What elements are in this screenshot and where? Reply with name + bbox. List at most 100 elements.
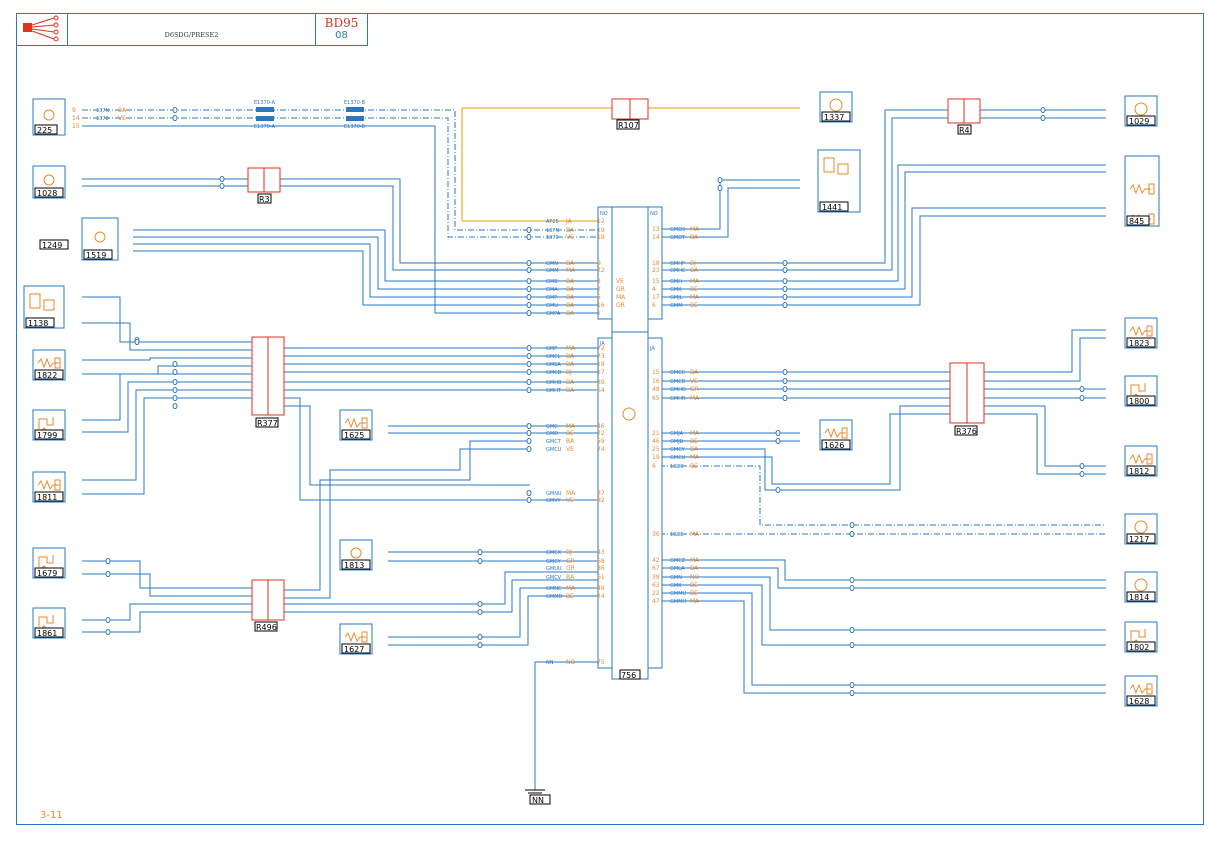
- ecu-left-pin: 61: [597, 574, 605, 581]
- component-id-label: NN: [532, 796, 544, 805]
- component-1813[interactable]: 1813: [339, 539, 373, 571]
- component-id-label: 1811: [37, 493, 57, 502]
- connector-r496[interactable]: R496: [251, 579, 285, 632]
- wire-crossing-marker: [717, 177, 723, 183]
- wire-crossing-marker: [134, 339, 140, 345]
- component-1138[interactable]: 1138: [23, 285, 65, 329]
- wire-crossing-marker: [717, 185, 723, 191]
- ecu-right-wire-code: GMCU: [670, 455, 686, 461]
- ecu-left-wire-color: BA: [566, 302, 575, 309]
- ecu-left-pin: 1: [597, 310, 601, 317]
- component-1628[interactable]: 1628: [1124, 675, 1158, 707]
- wire-crossing-marker: [782, 260, 788, 266]
- ecu-right-wire-code: GMJB: [670, 439, 684, 445]
- wire-crossing-marker: [775, 430, 781, 436]
- splice-b1: [346, 107, 364, 112]
- ecu-left-wire-code: GMCL: [546, 354, 561, 360]
- ecu-left-pin: 82: [597, 497, 605, 504]
- ecu-left-pin: 22: [597, 430, 605, 437]
- ecu-right-pin: 13: [652, 226, 660, 233]
- ecu-right-wire-color: BA: [690, 234, 699, 241]
- ecu-id-label: 756: [621, 671, 636, 680]
- connector-r4[interactable]: R4: [947, 98, 981, 135]
- component-1337[interactable]: 1337: [819, 91, 853, 123]
- component-1249[interactable]: 1249: [39, 239, 69, 250]
- wire-crossing-marker: [1040, 115, 1046, 121]
- wire-crossing-marker: [526, 361, 532, 367]
- svg-text:E1370-B: E1370-B: [344, 124, 366, 130]
- component-1519[interactable]: 1519: [81, 217, 119, 261]
- component-1029[interactable]: 1029: [1124, 95, 1158, 127]
- wire-crossing-marker: [172, 379, 178, 385]
- component-1861[interactable]: 1861: [32, 607, 66, 639]
- component-225[interactable]: 225: [32, 98, 66, 136]
- component-1799[interactable]: 1799: [32, 409, 66, 441]
- ecu-right-wire-color: NO: [690, 574, 699, 581]
- ecu-left-pin: 43: [597, 549, 605, 556]
- ecu-756[interactable]: NO NO JA JA VE GR MA GR 756: [597, 206, 663, 680]
- wire-crossing-marker: [172, 369, 178, 375]
- component-id-label: 1519: [86, 251, 106, 260]
- component-id-label: 1626: [824, 441, 844, 450]
- component-1812[interactable]: 1812: [1124, 445, 1158, 477]
- wire-crossing-marker: [526, 497, 532, 503]
- ecu-right-wire-code: GMCZ: [670, 558, 686, 564]
- ecu-right-pin: 15: [652, 369, 660, 376]
- component-1028[interactable]: 1028: [32, 165, 66, 199]
- ecu-internal-c4: GR: [616, 302, 625, 309]
- ecu-left-wire-code: GMEA: [546, 362, 561, 368]
- connector-r377[interactable]: R377: [251, 336, 285, 428]
- component-845[interactable]: 845: [1124, 155, 1160, 227]
- component-1811[interactable]: 1811: [32, 471, 66, 503]
- component-1823[interactable]: 1823: [1124, 317, 1158, 349]
- component-1814[interactable]: 1814: [1124, 571, 1158, 603]
- component-1626[interactable]: 1626: [819, 419, 853, 451]
- connector-r107[interactable]: R107: [611, 98, 649, 130]
- ecu-right-wire-code: 1G8E: [670, 532, 683, 538]
- control-unit-icon: [1134, 102, 1148, 116]
- ecu-left-pin: 72: [597, 345, 605, 352]
- ecu-left-pin: 73: [597, 353, 605, 360]
- ecu-left-wire-code: AP25: [546, 219, 559, 225]
- component-id-label: 1823: [1129, 339, 1149, 348]
- header-code-cell: BD95 08: [316, 13, 368, 46]
- resistor-icon: [824, 427, 846, 439]
- ground-symbol: [525, 789, 545, 794]
- component-1802[interactable]: 1802: [1124, 621, 1158, 653]
- ecu-right-wire-code: GMCC: [670, 370, 686, 376]
- wire-crossing-marker: [526, 267, 532, 273]
- ecu-left-pin: 2: [597, 286, 601, 293]
- ecu-right-wire-color: BE: [690, 590, 698, 597]
- ecu-left-pin: 64: [597, 387, 605, 394]
- component-1217[interactable]: 1217: [1124, 513, 1158, 545]
- connector-r376[interactable]: R376: [949, 362, 985, 436]
- component-1627[interactable]: 1627: [339, 623, 373, 655]
- component-1800[interactable]: 1800: [1124, 375, 1158, 407]
- ecu-right-pin: 63: [652, 582, 660, 589]
- component-1679[interactable]: 1679: [32, 547, 66, 579]
- ecu-left-pin: 75: [597, 659, 605, 666]
- ecu-left-wire-code: GMPA: [546, 311, 561, 317]
- component-1441[interactable]: 1441: [817, 149, 861, 213]
- splice-b2: [346, 116, 364, 121]
- ecu-right-pin: 4: [652, 286, 656, 293]
- component-id-label: 845: [1129, 217, 1144, 226]
- connector-r3[interactable]: R3: [247, 167, 281, 204]
- ecu-right-pin: 14: [652, 234, 660, 241]
- ecu-right-wire-code: GMCD: [670, 379, 686, 385]
- ecu-left-wire-code: 1370: [546, 235, 559, 241]
- wire-crossing-marker: [849, 690, 855, 696]
- ecu-right-pin: 47: [652, 598, 660, 605]
- component-1625[interactable]: 1625: [339, 409, 373, 441]
- ecu-left-wire-code: GMCX: [546, 550, 562, 556]
- ecu-left-pin: 59: [597, 438, 605, 445]
- component-1822[interactable]: 1822: [32, 349, 66, 381]
- wire-crossing-marker: [477, 601, 483, 607]
- motor-icon: [43, 109, 55, 121]
- ecu-left-wire-color: BA: [566, 260, 575, 267]
- ecu-left-wire-color: BE: [566, 430, 574, 437]
- component-NN[interactable]: NN: [529, 794, 551, 805]
- ecu-left-wire-code: GMD: [546, 431, 558, 437]
